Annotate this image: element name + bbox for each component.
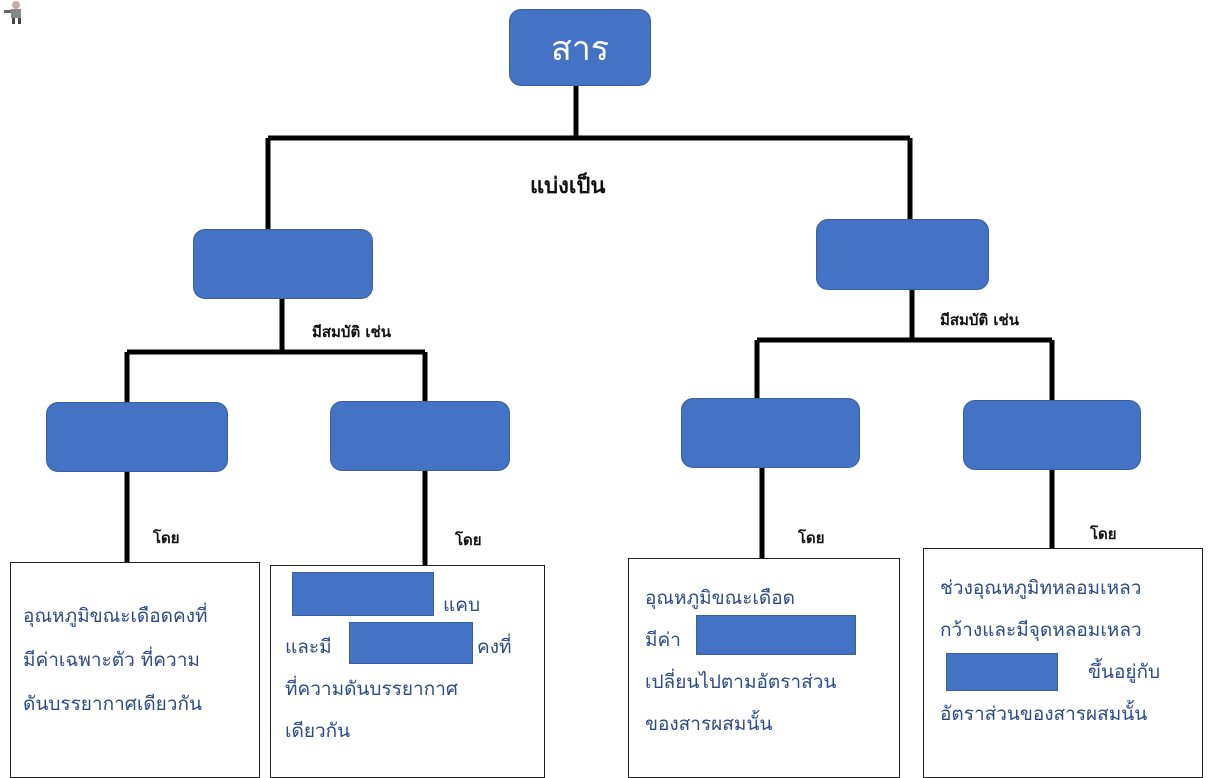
description-box-1: อุณหภูมิขณะเดือดคงที่ มีค่าเฉพาะตัว ที่ค…	[10, 562, 260, 778]
box4-line-2: กว้างและมีจุดหลอมเหลว	[940, 619, 1142, 641]
box1-line-3: ดันบรรยากาศเดียวกัน	[23, 693, 202, 715]
category-node-right	[816, 219, 989, 290]
box1-line-1: อุณหภูมิขณะเดือดคงที่	[23, 605, 208, 627]
box4-line-4: อัตราส่วนของสารผสมนั้น	[940, 703, 1148, 725]
box3-line-1: อุณหภูมิขณะเดือด	[645, 587, 796, 609]
description-box-3: อุณหภูมิขณะเดือด มีค่า เปลี่ยนไปตามอัตรา…	[628, 558, 900, 778]
box4-line-1: ช่วงอุณหภูมิทหลอมเหลว	[940, 577, 1142, 599]
blank-box-2b	[349, 622, 473, 664]
category-node-left	[193, 229, 373, 299]
blank-box-2a	[292, 572, 434, 616]
property-label-right: มีสมบัติ เช่น	[940, 311, 1019, 329]
property-node-4	[963, 400, 1141, 470]
box2-line-2-prefix: และมี	[285, 636, 332, 658]
box3-line-4: ของสารผสมนั้น	[645, 713, 773, 735]
description-box-4: ช่วงอุณหภูมิทหลอมเหลว กว้างและมีจุดหลอมเ…	[923, 548, 1203, 778]
box3-line-3: เปลี่ยนไปตามอัตราส่วน	[645, 671, 837, 693]
box1-line-2: มีค่าเฉพาะตัว ที่ความ	[23, 649, 200, 671]
cartoon-figure-icon	[4, 1, 21, 24]
description-box-2: แคบ และมี คงที่ ที่ความดันบรรยากาศ เดียว…	[270, 565, 545, 778]
box2-line-1-suffix: แคบ	[443, 594, 481, 616]
by-label-1: โดย	[153, 529, 180, 547]
box4-line-3-suffix: ขึ้นอยู่กับ	[1088, 661, 1161, 683]
property-label-left: มีสมบัติ เช่น	[312, 323, 391, 341]
box2-line-4: เดียวกัน	[285, 720, 351, 742]
divide-label: แบ่งเป็น	[530, 174, 606, 199]
blank-box-3	[696, 615, 856, 655]
by-label-4: โดย	[1090, 525, 1117, 543]
box2-line-3: ที่ความดันบรรยากาศ	[285, 678, 458, 700]
property-node-1	[46, 402, 228, 472]
box2-line-2-suffix: คงที่	[477, 636, 512, 658]
blank-box-4	[946, 653, 1058, 691]
root-node: สาร	[509, 9, 651, 86]
property-node-3	[681, 398, 860, 468]
by-label-2: โดย	[455, 531, 482, 549]
box3-line-2-prefix: มีค่า	[645, 629, 681, 651]
property-node-2	[330, 401, 510, 471]
by-label-3: โดย	[798, 529, 825, 547]
root-label: สาร	[550, 28, 610, 69]
